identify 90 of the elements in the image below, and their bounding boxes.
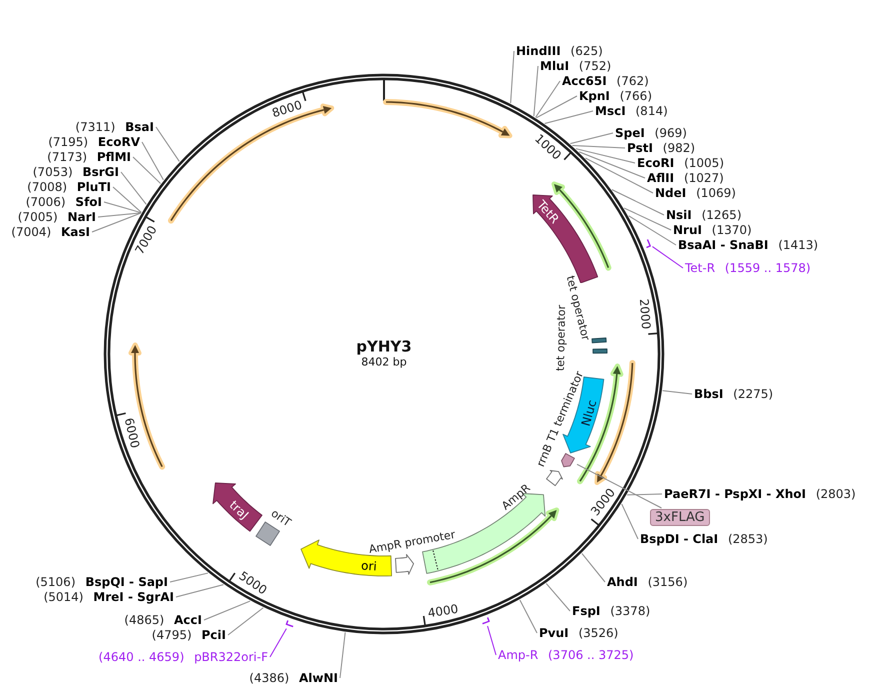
- leader-line: [228, 607, 264, 636]
- leader-line: [628, 215, 676, 246]
- restriction-site-label: PstI (982): [627, 140, 696, 156]
- tick-label: 4000: [427, 602, 460, 620]
- restriction-site-label: (7173) PflMI: [47, 150, 131, 164]
- terminator-feature: [545, 469, 564, 488]
- restriction-site-label: SpeI (969): [615, 126, 687, 140]
- leader-line: [611, 189, 664, 216]
- restriction-site-label: AhdI (3156): [607, 574, 688, 590]
- leader-line: [546, 582, 570, 612]
- operator-bar: [592, 348, 608, 354]
- restriction-site-label: KpnI (766): [579, 88, 652, 104]
- leader-line: [535, 80, 560, 118]
- leader-line: [120, 172, 147, 205]
- restriction-site-label: (4865) AccI: [124, 612, 202, 628]
- leader-line: [652, 246, 684, 268]
- restriction-site-label: (4386) AlwNI: [249, 670, 338, 686]
- leader-line: [575, 148, 636, 164]
- leader-line: [142, 142, 164, 180]
- orf-feature: [167, 102, 336, 225]
- tick-label: 8000: [270, 97, 304, 120]
- restriction-site-label: (7195) EcoRV: [48, 134, 140, 150]
- restriction-site-label: BbsI (2275): [694, 386, 774, 402]
- restriction-site-label: HindIII (625): [516, 44, 603, 58]
- leader-line: [662, 390, 692, 394]
- restriction-site-label: Acc65I (762): [562, 74, 649, 88]
- restriction-site-label: NdeI (1069): [655, 186, 736, 200]
- restriction-site-label: BspDI - ClaI (2853): [640, 532, 768, 546]
- leader-line: [510, 50, 514, 104]
- leader-line: [92, 212, 142, 232]
- restriction-site-label: PaeR7I - PspXI - XhoI (2803): [664, 486, 856, 502]
- leader-line: [156, 126, 180, 162]
- orf-feature: [127, 341, 166, 472]
- primer-mark: [284, 618, 294, 628]
- leader-line: [519, 599, 538, 634]
- leader-line: [624, 208, 672, 230]
- primer-label: Amp-R (3706 .. 3725): [498, 648, 634, 662]
- leader-line: [98, 212, 142, 218]
- operator-bar: [591, 337, 608, 344]
- restriction-site-label: (7004) KasI: [11, 224, 90, 240]
- leader-line: [544, 110, 594, 124]
- primer-label: (4640 .. 4659) pBR322ori-F: [98, 650, 268, 664]
- leader-line: [584, 158, 654, 194]
- leader-line: [536, 96, 578, 118]
- restriction-site-label: (5014) MreI - SgrAI: [44, 590, 174, 604]
- leader-line: [578, 151, 646, 178]
- restriction-site-label: (7006) SfoI: [26, 194, 102, 210]
- restriction-site-label: (7311) BsaI: [75, 120, 154, 134]
- leader-line: [170, 572, 208, 582]
- restriction-site-label: AflII (1027): [647, 170, 724, 186]
- tick-label: 6000: [122, 416, 142, 450]
- leader-line: [576, 464, 662, 508]
- restriction-site-label: MscI (814): [595, 104, 668, 118]
- promoter-feature: [394, 553, 415, 576]
- restriction-site-label: MluI (752): [540, 58, 612, 74]
- leader-line: [626, 494, 662, 496]
- restriction-site-label: FspI (3378): [572, 604, 650, 618]
- leader-line: [132, 156, 162, 184]
- restriction-site-label: (7053) BsrGI: [32, 164, 119, 180]
- tick-label: 2000: [636, 298, 654, 330]
- primer-mark: [644, 238, 652, 250]
- primer-mark: [481, 616, 491, 625]
- restriction-site-label: (7008) PluTI: [27, 180, 111, 194]
- primer-label: Tet-R (1559 .. 1578): [685, 260, 811, 276]
- restriction-site-label: PvuI (3526): [539, 626, 618, 640]
- gene-feature: traJ: [212, 482, 264, 532]
- leader-line: [487, 626, 496, 656]
- feature-callout: 3xFLAG: [650, 509, 710, 526]
- tag-feature: [560, 452, 576, 468]
- leader-line: [570, 132, 614, 144]
- restriction-site-label: EcoRI (1005): [637, 156, 724, 170]
- leader-line: [204, 600, 251, 620]
- leader-line: [572, 144, 626, 148]
- restriction-site-label: NruI (1370): [673, 222, 752, 238]
- leader-line: [176, 584, 224, 598]
- plasmid-name: pYHY3: [356, 338, 412, 356]
- restriction-site-label: (4795) PciI: [152, 628, 226, 642]
- restriction-site-label: BsaAI - SnaBI (1413): [678, 238, 818, 252]
- leader-line: [621, 503, 638, 540]
- restriction-site-label: NsiI (1265): [666, 208, 742, 222]
- leader-line: [112, 186, 142, 213]
- feature-label: oriT: [268, 506, 294, 530]
- plasmid-length: 8402 bp: [361, 356, 407, 368]
- restriction-site-label: (5106) BspQI - SapI: [36, 574, 168, 590]
- leader-line: [340, 632, 346, 678]
- leader-line: [104, 202, 142, 214]
- restriction-site-label: (7005) NarI: [18, 210, 96, 224]
- leader-line: [581, 553, 606, 582]
- orf-feature: [382, 98, 514, 140]
- leader-line: [533, 66, 538, 117]
